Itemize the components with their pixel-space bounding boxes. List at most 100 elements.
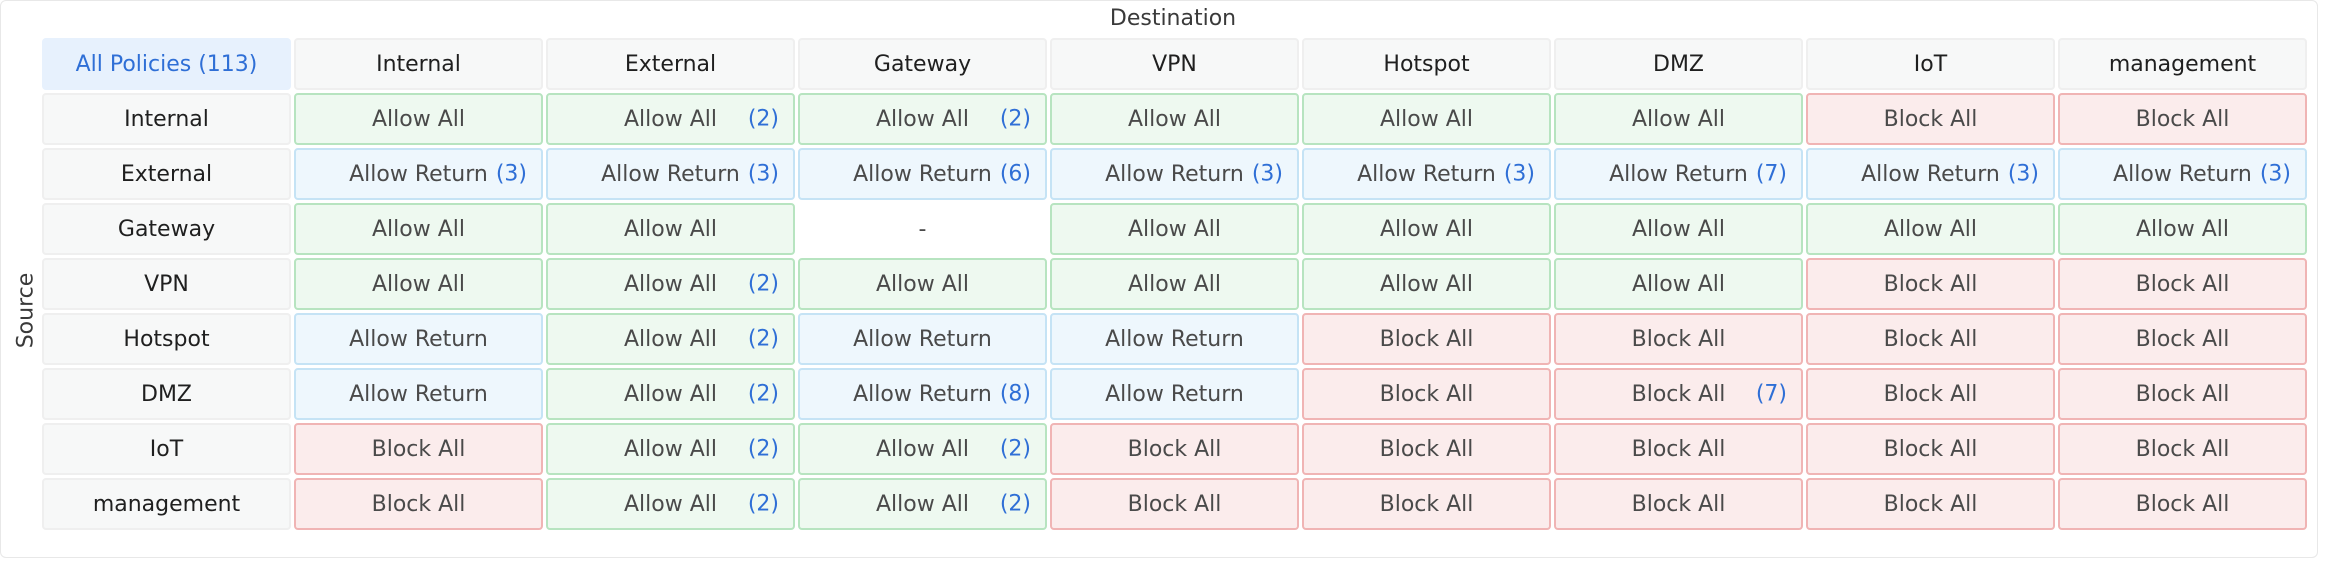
policy-cell-iot-to-dmz[interactable]: Block All [1554, 423, 1803, 475]
policy-action-label: Allow Return [349, 326, 488, 352]
policy-cell-management-to-internal[interactable]: Block All [294, 478, 543, 530]
policy-cell-internal-to-dmz[interactable]: Allow All [1554, 93, 1803, 145]
policy-action-label: Allow Return [2113, 161, 2252, 187]
custom-rule-count-link[interactable]: (2) [747, 381, 779, 407]
policy-cell-management-to-vpn[interactable]: Block All [1050, 478, 1299, 530]
policy-cell-gateway-to-gateway: - [798, 203, 1047, 255]
policy-cell-dmz-to-hotspot[interactable]: Block All [1302, 368, 1551, 420]
policy-cell-dmz-to-external[interactable]: Allow All(2) [546, 368, 795, 420]
policy-action-label: Block All [1127, 436, 1222, 462]
policy-cell-iot-to-vpn[interactable]: Block All [1050, 423, 1299, 475]
policy-cell-management-to-dmz[interactable]: Block All [1554, 478, 1803, 530]
policy-cell-management-to-gateway[interactable]: Allow All(2) [798, 478, 1047, 530]
policy-cell-dmz-to-management[interactable]: Block All [2058, 368, 2307, 420]
policy-cell-gateway-to-iot[interactable]: Allow All [1806, 203, 2055, 255]
policy-cell-iot-to-iot[interactable]: Block All [1806, 423, 2055, 475]
custom-rule-count-link[interactable]: (3) [747, 161, 779, 187]
policy-cell-gateway-to-external[interactable]: Allow All [546, 203, 795, 255]
policy-cell-internal-to-internal[interactable]: Allow All [294, 93, 543, 145]
destination-header-iot: IoT [1806, 38, 2055, 90]
policy-action-label: Allow All [372, 271, 465, 297]
custom-rule-count-link[interactable]: (2) [999, 106, 1031, 132]
custom-rule-count-link[interactable]: (3) [2259, 161, 2291, 187]
policy-cell-hotspot-to-dmz[interactable]: Block All [1554, 313, 1803, 365]
policy-cell-vpn-to-dmz[interactable]: Allow All [1554, 258, 1803, 310]
policy-cell-vpn-to-management[interactable]: Block All [2058, 258, 2307, 310]
custom-rule-count-link[interactable]: (3) [495, 161, 527, 187]
policy-cell-external-to-internal[interactable]: Allow Return(3) [294, 148, 543, 200]
policy-cell-internal-to-iot[interactable]: Block All [1806, 93, 2055, 145]
policy-cell-vpn-to-external[interactable]: Allow All(2) [546, 258, 795, 310]
policy-cell-vpn-to-internal[interactable]: Allow All [294, 258, 543, 310]
policy-cell-iot-to-gateway[interactable]: Allow All(2) [798, 423, 1047, 475]
custom-rule-count-link[interactable]: (2) [747, 271, 779, 297]
policy-cell-internal-to-vpn[interactable]: Allow All [1050, 93, 1299, 145]
policy-cell-iot-to-external[interactable]: Allow All(2) [546, 423, 795, 475]
policy-cell-external-to-hotspot[interactable]: Allow Return(3) [1302, 148, 1551, 200]
policy-cell-hotspot-to-external[interactable]: Allow All(2) [546, 313, 795, 365]
policy-action-label: Allow Return [853, 381, 992, 407]
custom-rule-count-link[interactable]: (3) [1503, 161, 1535, 187]
policy-cell-external-to-iot[interactable]: Allow Return(3) [1806, 148, 2055, 200]
policy-cell-external-to-dmz[interactable]: Allow Return(7) [1554, 148, 1803, 200]
policy-cell-hotspot-to-gateway[interactable]: Allow Return [798, 313, 1047, 365]
policy-cell-hotspot-to-internal[interactable]: Allow Return [294, 313, 543, 365]
custom-rule-count-link[interactable]: (3) [2007, 161, 2039, 187]
policy-action-label: Block All [1379, 436, 1474, 462]
policy-cell-iot-to-management[interactable]: Block All [2058, 423, 2307, 475]
policy-cell-internal-to-management[interactable]: Block All [2058, 93, 2307, 145]
policy-cell-external-to-management[interactable]: Allow Return (3) [2058, 148, 2307, 200]
custom-rule-count-link[interactable]: (6) [999, 161, 1031, 187]
policy-cell-management-to-management[interactable]: Block All [2058, 478, 2307, 530]
policy-cell-internal-to-gateway[interactable]: Allow All (2) [798, 93, 1047, 145]
policy-cell-external-to-external[interactable]: Allow Return(3) [546, 148, 795, 200]
policy-cell-internal-to-hotspot[interactable]: Allow All [1302, 93, 1551, 145]
custom-rule-count-link[interactable]: (2) [999, 491, 1031, 517]
policy-action-label: Allow All [1380, 271, 1473, 297]
policy-cell-vpn-to-iot[interactable]: Block All [1806, 258, 2055, 310]
policy-cell-vpn-to-vpn[interactable]: Allow All [1050, 258, 1299, 310]
source-axis-label: Source [13, 272, 39, 348]
policy-action-label: Allow All [1380, 216, 1473, 242]
custom-rule-count-link[interactable]: (8) [999, 381, 1031, 407]
policy-cell-gateway-to-management[interactable]: Allow All [2058, 203, 2307, 255]
custom-rule-count-link[interactable]: (3) [1251, 161, 1283, 187]
policy-action-label: Allow All [372, 106, 465, 132]
custom-rule-count-link[interactable]: (2) [999, 436, 1031, 462]
policy-cell-dmz-to-dmz[interactable]: Block All(7) [1554, 368, 1803, 420]
custom-rule-count-link[interactable]: (2) [747, 106, 779, 132]
policy-cell-gateway-to-vpn[interactable]: Allow All [1050, 203, 1299, 255]
policy-cell-dmz-to-gateway[interactable]: Allow Return (8) [798, 368, 1047, 420]
custom-rule-count-link[interactable]: (2) [747, 326, 779, 352]
policy-action-label: Allow All [1884, 216, 1977, 242]
policy-cell-management-to-hotspot[interactable]: Block All [1302, 478, 1551, 530]
policy-cell-gateway-to-internal[interactable]: Allow All [294, 203, 543, 255]
policy-cell-iot-to-internal[interactable]: Block All [294, 423, 543, 475]
policy-action-label: Allow All [876, 106, 969, 132]
policy-cell-external-to-vpn[interactable]: Allow Return(3) [1050, 148, 1299, 200]
policy-cell-hotspot-to-iot[interactable]: Block All [1806, 313, 2055, 365]
policy-cell-gateway-to-dmz[interactable]: Allow All [1554, 203, 1803, 255]
policy-cell-vpn-to-hotspot[interactable]: Allow All [1302, 258, 1551, 310]
policy-action-label: Block All [1379, 491, 1474, 517]
custom-rule-count-link[interactable]: (2) [747, 491, 779, 517]
policy-cell-management-to-iot[interactable]: Block All [1806, 478, 2055, 530]
policy-cell-hotspot-to-vpn[interactable]: Allow Return [1050, 313, 1299, 365]
policy-cell-dmz-to-internal[interactable]: Allow Return [294, 368, 543, 420]
custom-rule-count-link[interactable]: (2) [747, 436, 779, 462]
policy-cell-iot-to-hotspot[interactable]: Block All [1302, 423, 1551, 475]
policy-cell-dmz-to-vpn[interactable]: Allow Return [1050, 368, 1299, 420]
policy-cell-hotspot-to-hotspot[interactable]: Block All [1302, 313, 1551, 365]
custom-rule-count-link[interactable]: (7) [1755, 161, 1787, 187]
policy-cell-dmz-to-iot[interactable]: Block All [1806, 368, 2055, 420]
all-policies-button[interactable]: All Policies (113) [42, 38, 291, 90]
custom-rule-count-link[interactable]: (7) [1755, 381, 1787, 407]
policy-cell-management-to-external[interactable]: Allow All (2) [546, 478, 795, 530]
policy-cell-gateway-to-hotspot[interactable]: Allow All [1302, 203, 1551, 255]
policy-action-label: Allow All [624, 491, 717, 517]
policy-cell-external-to-gateway[interactable]: Allow Return(6) [798, 148, 1047, 200]
policy-cell-internal-to-external[interactable]: Allow All(2) [546, 93, 795, 145]
policy-cell-vpn-to-gateway[interactable]: Allow All [798, 258, 1047, 310]
policy-cell-hotspot-to-management[interactable]: Block All [2058, 313, 2307, 365]
